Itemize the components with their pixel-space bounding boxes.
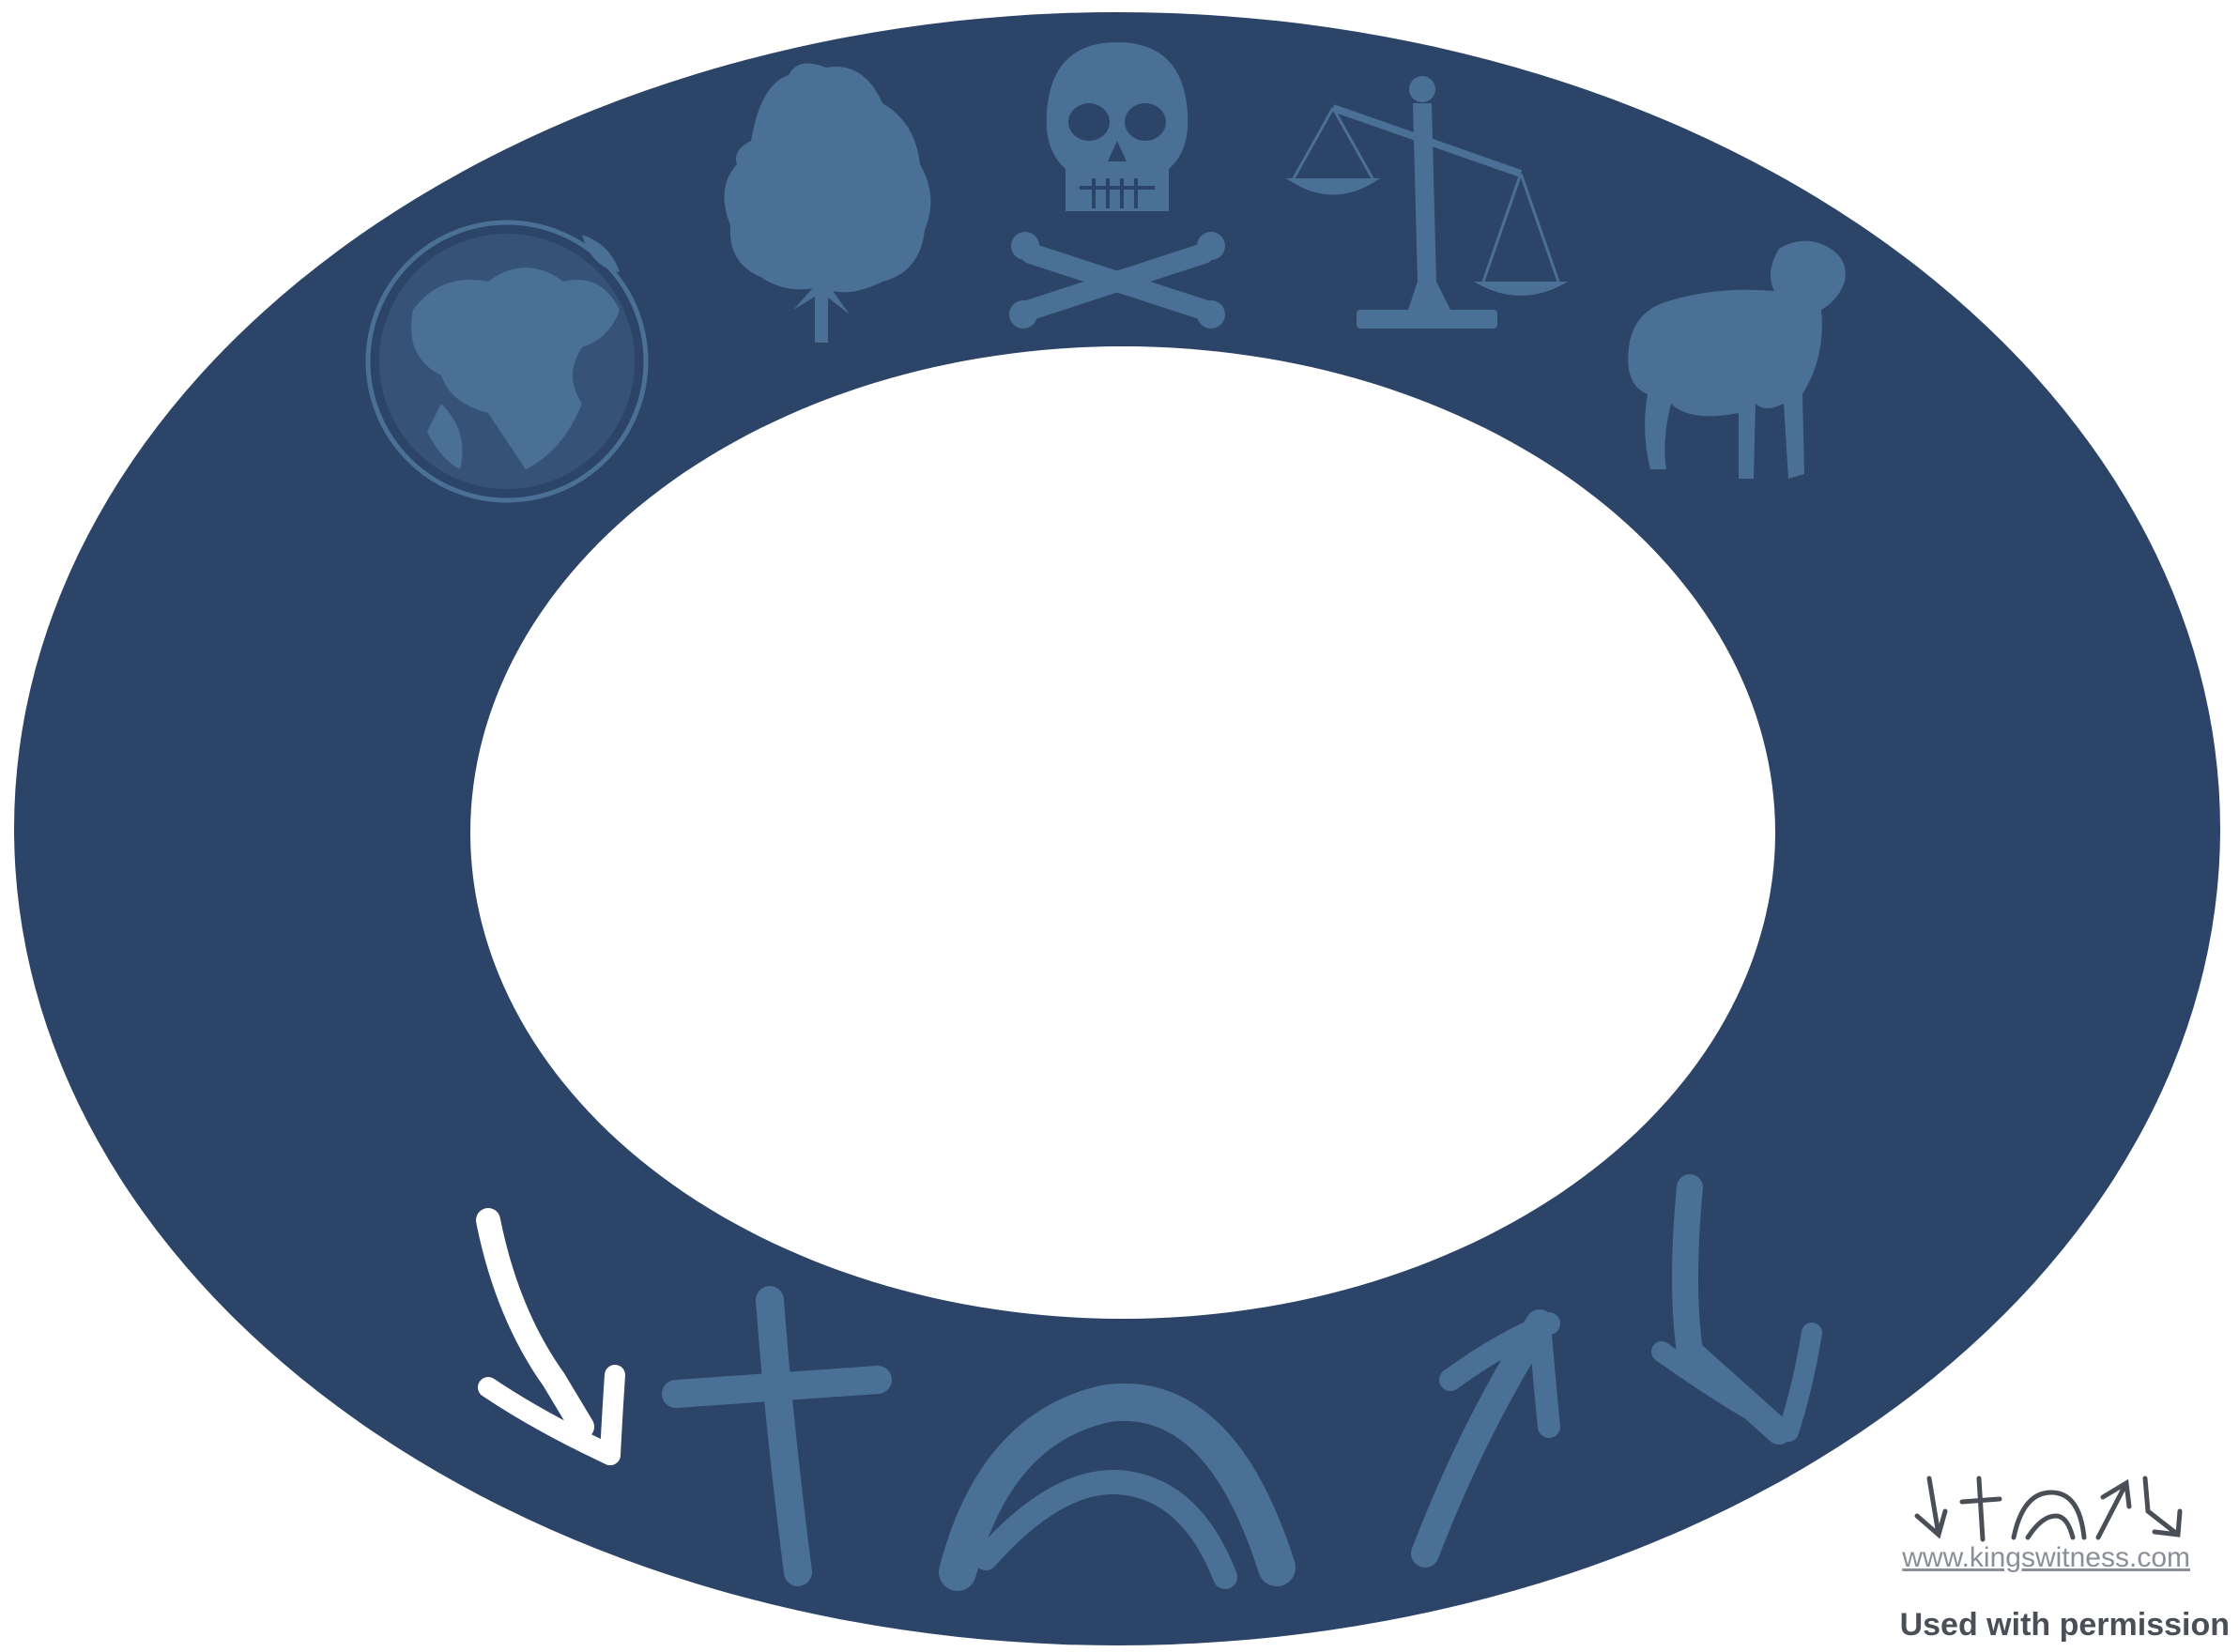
kingswitness-logo-icon: [1906, 1464, 2187, 1549]
website-link[interactable]: www.kingswitness.com: [1902, 1542, 2190, 1574]
globe-icon: [368, 222, 646, 500]
permission-note: Used with permission: [1900, 1607, 2230, 1644]
